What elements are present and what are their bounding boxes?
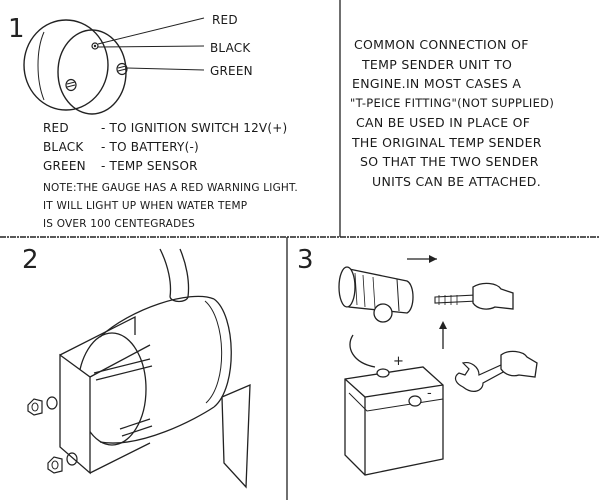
leader-line-black [97, 45, 205, 48]
sender-battery-diagram: + - [338, 255, 538, 476]
caption-line-6: THE ORIGINAL TEMP SENDER [352, 134, 542, 150]
legend-desc-green: - TEMP SENSOR [101, 159, 198, 173]
panel-2: 2 [0, 237, 287, 500]
wire-label-green: GREEN [210, 64, 253, 78]
leader-line-green [126, 67, 205, 71]
note-line-2: IT WILL LIGHT UP WHEN WATER TEMP [43, 200, 248, 212]
temp-sender-unit [338, 266, 414, 323]
wrench-icon [454, 350, 538, 392]
panel-3: 3 [287, 237, 600, 500]
legend-desc-black: - TO BATTERY(-) [101, 140, 199, 154]
caption-line-8: UNITS CAN BE ATTACHED. [372, 173, 541, 189]
caption-line-1: COMMON CONNECTION OF [354, 37, 529, 52]
gauge-mounting-diagram [27, 248, 251, 489]
panel-number-1: 1 [8, 14, 25, 44]
panel-number-3: 3 [297, 245, 314, 275]
panel-1: 1 RED BLACK GREEN RED - TO IGNITION SWIT… [0, 0, 340, 237]
washer-nut-bottom [47, 452, 78, 474]
wire-label-black: BLACK [210, 41, 251, 55]
battery-plus-label: + [393, 354, 404, 369]
legend-color-red: RED [43, 121, 69, 135]
caption-panel: COMMON CONNECTION OF TEMP SENDER UNIT TO… [340, 0, 600, 237]
caption-line-4: "T-PEICE FITTING"(NOT SUPPLIED) [350, 95, 555, 110]
panel-number-2: 2 [22, 245, 39, 275]
terminal-red-black [91, 42, 99, 50]
legend-desc-red: - TO IGNITION SWITCH 12V(+) [101, 121, 288, 135]
gauge-back-diagram [23, 17, 205, 115]
caption-line-2: TEMP SENDER UNIT TO [362, 56, 513, 72]
caption-line-5: CAN BE USED IN PLACE OF [356, 115, 531, 130]
legend-color-black: BLACK [43, 140, 84, 154]
hand-with-key [434, 282, 514, 310]
terminal-ground [65, 78, 77, 92]
battery: + - [344, 354, 444, 476]
leader-line-red [97, 17, 205, 45]
legend-color-green: GREEN [43, 159, 86, 173]
battery-minus-label: - [427, 386, 432, 401]
note-line-1: NOTE:THE GAUGE HAS A RED WARNING LIGHT. [43, 182, 298, 194]
terminal-green [116, 62, 128, 76]
caption-line-7: SO THAT THE TWO SENDER [360, 154, 539, 169]
caption-line-3: ENGINE.IN MOST CASES A [352, 76, 522, 91]
washer-nut-top [27, 396, 58, 416]
note-line-3: IS OVER 100 CENTEGRADES [43, 218, 196, 230]
wire-label-red: RED [212, 13, 238, 27]
